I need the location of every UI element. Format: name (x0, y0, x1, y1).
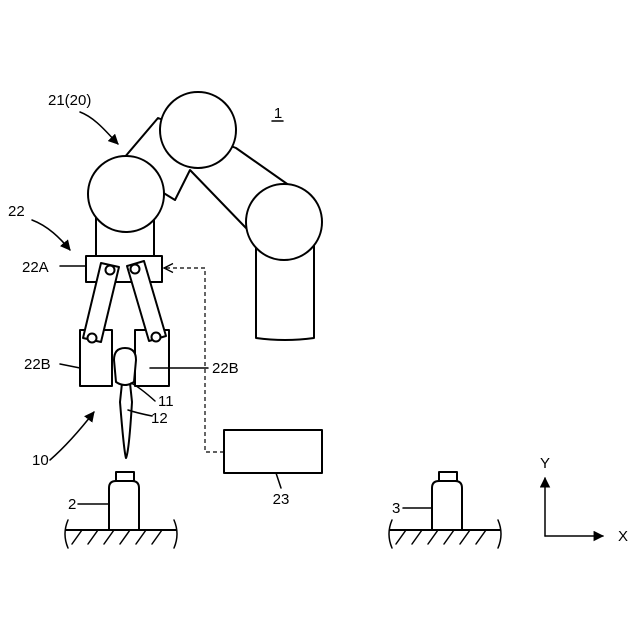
label-container-right: 3 (392, 500, 400, 517)
leader-finger-left (60, 364, 80, 368)
leader-controller (276, 473, 281, 488)
label-hand: 22 (8, 203, 25, 220)
label-axis-x: X (618, 528, 628, 545)
tool-head (114, 348, 136, 385)
label-robot: 1 (274, 105, 282, 122)
label-tool: 10 (32, 452, 49, 469)
floor-break (498, 520, 501, 548)
label-tool-needle: 12 (151, 410, 168, 427)
container-left-group (65, 472, 177, 548)
wrist-joint (88, 156, 164, 232)
pivot-pin (88, 334, 97, 343)
label-controller: 23 (273, 491, 290, 508)
floor-break (174, 520, 177, 548)
leader-arm (80, 112, 118, 144)
container-cap (116, 472, 134, 481)
pivot-pin (152, 333, 161, 342)
label-axis-y: Y (540, 455, 550, 472)
pivot-pin (106, 266, 115, 275)
leader-tool (50, 412, 94, 460)
floor-break (65, 520, 68, 548)
container-right (432, 481, 462, 530)
floor-hatch (396, 530, 486, 544)
label-tool-head: 11 (158, 393, 174, 410)
label-hand-base: 22A (22, 259, 49, 276)
container-cap (439, 472, 457, 481)
label-arm: 21(20) (48, 92, 91, 109)
label-finger-left: 22B (24, 356, 51, 373)
floor-hatch (72, 530, 162, 544)
container-left (109, 481, 139, 530)
tool (114, 348, 136, 458)
floor-break (389, 520, 392, 548)
label-finger-right: 22B (212, 360, 239, 377)
label-container-left: 2 (68, 496, 76, 513)
leader-hand (32, 220, 70, 250)
coordinate-axes (545, 478, 603, 536)
elbow-joint (160, 92, 236, 168)
tool-needle (120, 383, 132, 458)
controller-box (224, 430, 322, 473)
shoulder-joint (246, 184, 322, 260)
pivot-pin (131, 265, 140, 274)
container-right-group (389, 472, 501, 548)
